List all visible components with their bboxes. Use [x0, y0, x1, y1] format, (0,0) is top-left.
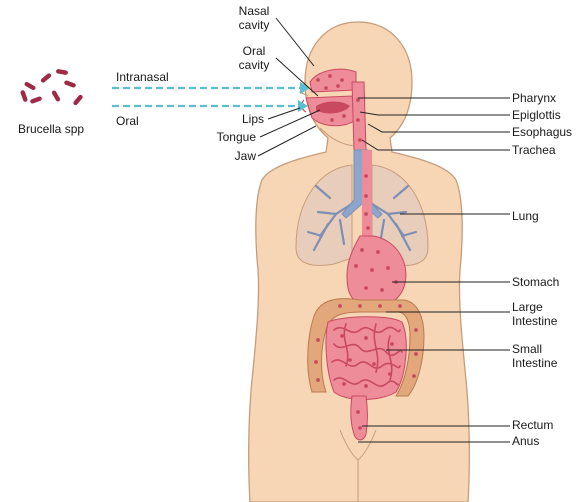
esophagus: [362, 150, 372, 236]
esophagus-label: Esophagus: [512, 125, 572, 139]
large-intestine-label-line2: Intestine: [512, 314, 557, 328]
pathogen-label: Brucella spp: [18, 122, 84, 136]
small-intestine-label-line2: Intestine: [512, 356, 557, 370]
nasal-cavity-label-line2: cavity: [232, 18, 276, 32]
rectum-label: Rectum: [512, 418, 553, 432]
oral-cavity-label: Oral cavity: [232, 44, 276, 72]
route-arrow-oral: [112, 100, 308, 112]
lung-label: Lung: [512, 209, 539, 223]
stomach-label: Stomach: [512, 275, 559, 289]
lips-label: Lips: [222, 112, 264, 126]
rod-bacteria-icon: [20, 69, 84, 106]
large-intestine-label: Large Intestine: [512, 300, 557, 328]
epiglottis-label: Epiglottis: [512, 108, 561, 122]
route-label-oral: Oral: [116, 114, 139, 128]
tongue-label: Tongue: [206, 130, 256, 144]
anus-label: Anus: [512, 434, 539, 448]
route-label-intranasal: Intranasal: [116, 70, 169, 84]
jaw-label: Jaw: [222, 149, 256, 163]
trachea-label: Trachea: [512, 143, 556, 157]
oral-cavity-label-line1: Oral: [232, 44, 276, 58]
nasal-cavity-label: Nasal cavity: [232, 4, 276, 32]
oral-cavity-label-line2: cavity: [232, 58, 276, 72]
pharynx-label: Pharynx: [512, 91, 556, 105]
nasal-cavity-label-line1: Nasal: [232, 4, 276, 18]
small-intestine-label-line1: Small: [512, 342, 557, 356]
large-intestine-label-line1: Large: [512, 300, 557, 314]
small-intestine-label: Small Intestine: [512, 342, 557, 370]
